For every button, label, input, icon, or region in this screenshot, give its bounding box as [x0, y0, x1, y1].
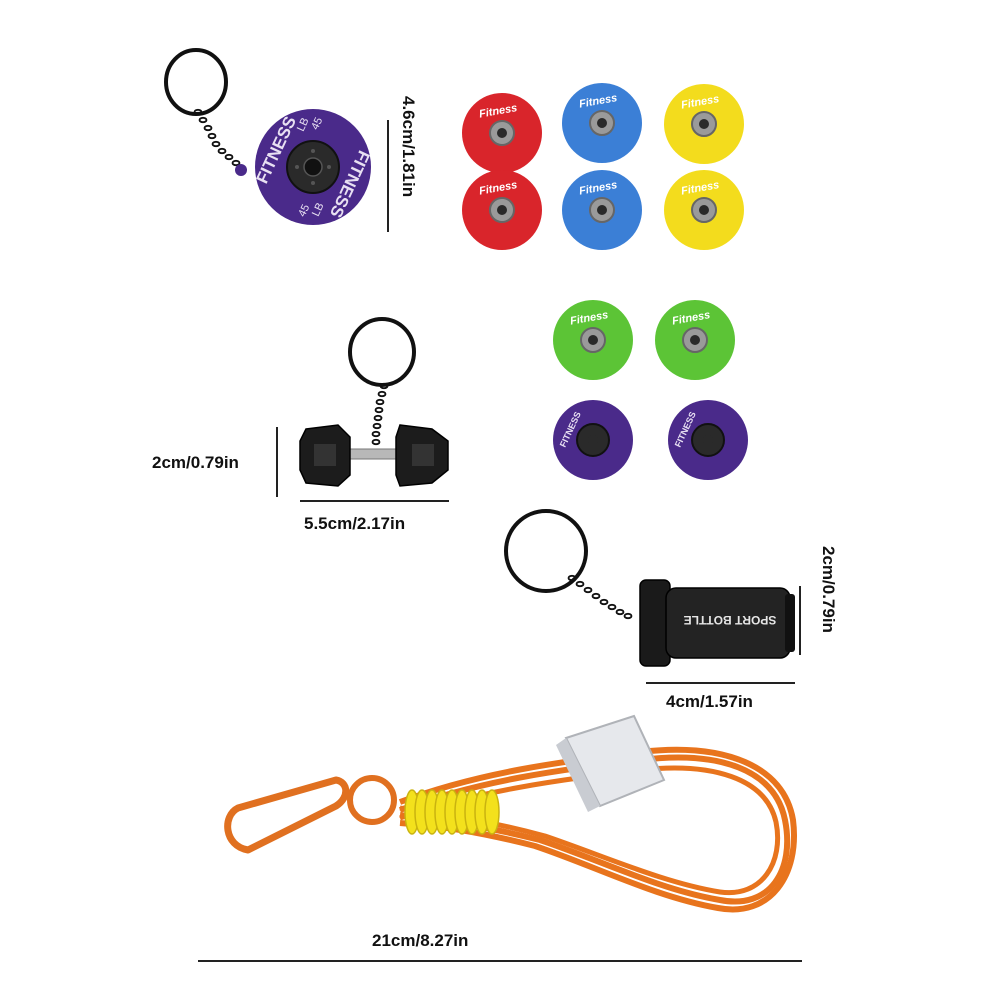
plate-weight-top: 45 — [309, 116, 325, 132]
cord-clip-icon — [556, 714, 666, 812]
plate-size-label: 4.6cm/1.81in — [399, 96, 418, 198]
chain-icon — [371, 382, 389, 446]
cord-wrap — [404, 789, 500, 835]
mini-plate: Fitness — [664, 170, 744, 250]
dumbbell-height-label: 2cm/0.79in — [152, 453, 239, 472]
carabiner-icon — [224, 775, 397, 854]
plate-unit-top: LB — [295, 116, 312, 133]
mini-plate-hole — [699, 119, 709, 129]
mini-plate-hole — [703, 435, 713, 445]
wrap-coil — [484, 789, 500, 835]
mini-plate-hole — [497, 128, 507, 138]
mini-plate-hole — [699, 205, 709, 215]
mini-plate-hole — [588, 335, 598, 345]
bottle-width-label: 4cm/1.57in — [666, 692, 753, 711]
chain-icon — [193, 108, 241, 167]
mini-plate: Fitness — [462, 170, 542, 250]
bottle-height-label: 2cm/0.79in — [819, 546, 838, 633]
mini-plate: FITNESS — [668, 400, 748, 480]
key-ring-icon — [348, 317, 416, 387]
bottle-label-text: SPORT BOTTLE — [684, 613, 777, 627]
mini-plate-hole — [588, 435, 598, 445]
dumbbell-width-label: 5.5cm/2.17in — [304, 514, 406, 533]
dumbbell-icon — [299, 424, 449, 487]
mini-plate: FITNESS — [553, 400, 633, 480]
mini-plate: Fitness — [655, 300, 735, 380]
mini-plate: Fitness — [664, 84, 744, 164]
chain-icon — [567, 574, 633, 620]
plate-weight-bottom: 45 — [296, 203, 312, 219]
mini-plate-hole — [497, 205, 507, 215]
lanyard — [224, 714, 797, 913]
bottle-icon — [639, 579, 795, 667]
mini-plate: Fitness — [562, 83, 642, 163]
plate-keychain — [164, 48, 371, 225]
mini-plate: Fitness — [553, 300, 633, 380]
mini-plate-hole — [690, 335, 700, 345]
key-ring-icon — [164, 48, 228, 116]
lanyard-length-label: 21cm/8.27in — [372, 931, 469, 950]
bottle-keychain — [504, 509, 795, 667]
plate-unit-bottom: LB — [310, 201, 327, 218]
key-ring-icon — [504, 509, 588, 593]
dumbbell-keychain — [299, 317, 449, 487]
mini-plate-hole — [597, 205, 607, 215]
mini-plate: Fitness — [462, 93, 542, 173]
mini-plate: Fitness — [562, 170, 642, 250]
mini-plate-hole — [597, 118, 607, 128]
